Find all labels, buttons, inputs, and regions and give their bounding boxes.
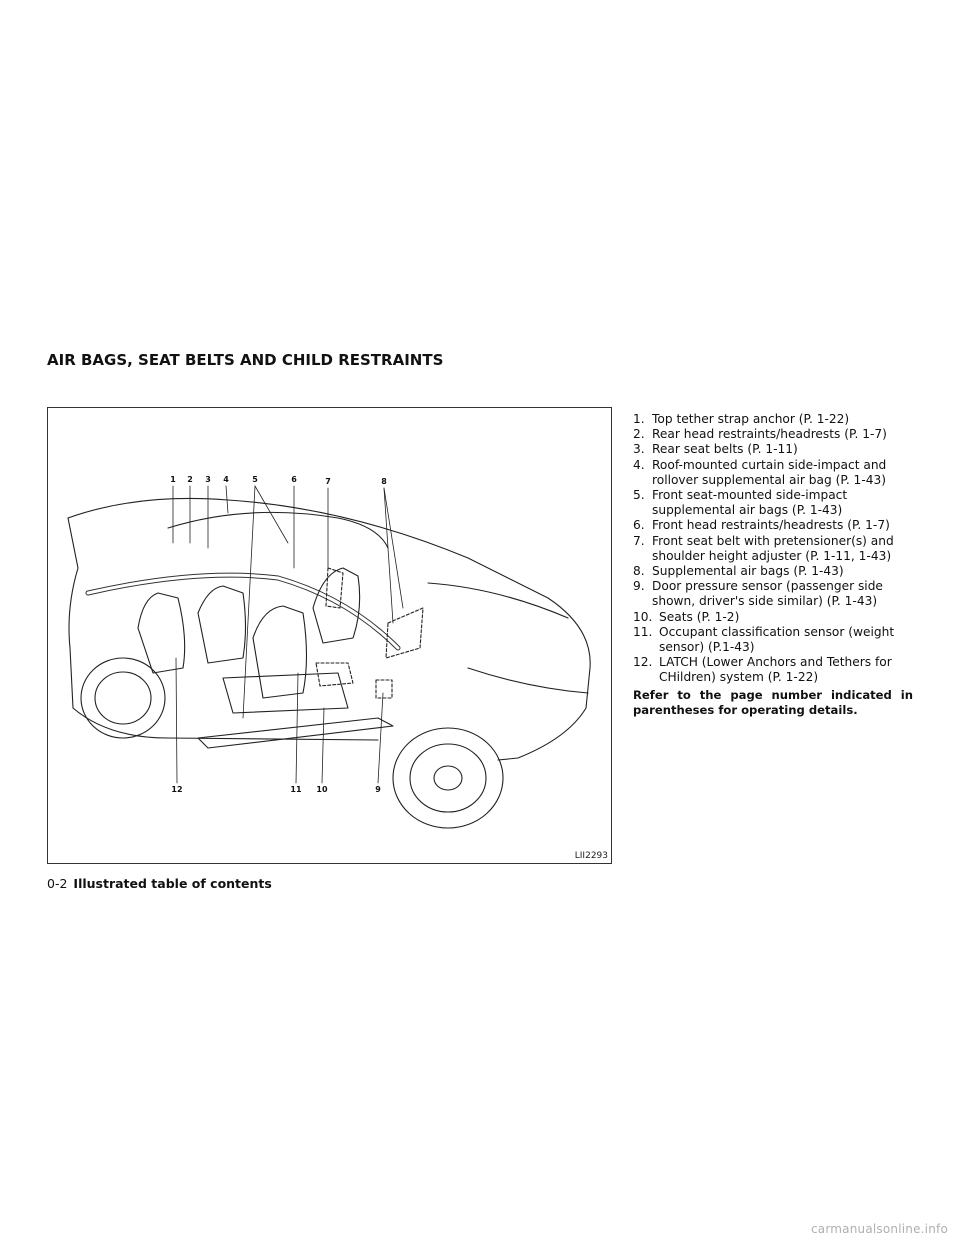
page-number: 0-2 [47,876,68,891]
callout-3: 3 [205,475,211,484]
callout-6: 6 [291,475,297,484]
page-footer: 0-2 Illustrated table of contents [47,876,272,891]
legend-item-9: 9. Door pressure sensor (passenger side … [633,579,883,609]
legend-item-8: 8. Supplemental air bags (P. 1-43) [633,564,844,579]
section-title: AIR BAGS, SEAT BELTS AND CHILD RESTRAINT… [47,351,444,369]
callout-7: 7 [325,477,331,486]
car-cutaway-figure: 1 2 3 4 5 6 7 8 9 10 11 12 LII2293 [47,407,612,864]
callout-9: 9 [375,785,381,794]
callout-10: 10 [316,785,328,794]
legend-list: 1. Top tether strap anchor (P. 1-22) 2. … [633,412,913,718]
callout-5: 5 [252,475,258,484]
legend-item-6: 6. Front head restraints/headrests (P. 1… [633,518,890,533]
legend-item-4: 4. Roof-mounted curtain side-impact and … [633,457,887,487]
legend-item-2: 2. Rear head restraints/headrests (P. 1-… [633,427,887,442]
footer-title: Illustrated table of contents [73,876,272,891]
legend-item-5: 5. Front seat-mounted side-impact supple… [633,488,848,518]
watermark: carmanualsonline.info [811,1222,948,1236]
callout-8: 8 [381,477,387,486]
legend-item-12: 12. LATCH (Lower Anchors and Tethers for… [633,655,892,685]
callout-2: 2 [187,475,193,484]
legend-item-1: 1. Top tether strap anchor (P. 1-22) [633,412,850,426]
figure-code: LII2293 [574,851,608,861]
legend-note: Refer to the page number indicated in pa… [633,687,913,717]
callout-11: 11 [290,785,302,794]
legend-item-10: 10. Seats (P. 1-2) [633,609,740,624]
callout-4: 4 [223,475,229,484]
callout-1: 1 [170,475,176,484]
legend-item-7: 7. Front seat belt with pretensioner(s) … [633,533,894,563]
legend-item-11: 11. Occupant classification sensor (weig… [633,624,895,655]
car-illustration [67,485,591,829]
callout-12: 12 [171,785,183,794]
legend-item-3: 3. Rear seat belts (P. 1-11) [633,442,798,457]
